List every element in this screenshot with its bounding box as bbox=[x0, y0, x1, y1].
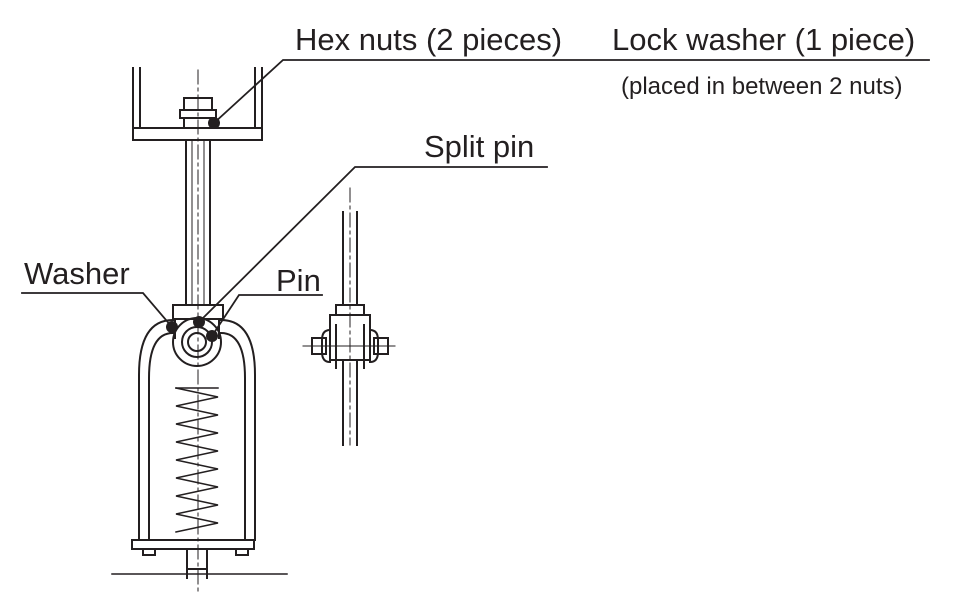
split-pin-label: Split pin bbox=[424, 129, 535, 164]
hex-nuts-dot bbox=[208, 117, 220, 129]
callout-dots bbox=[166, 117, 220, 342]
lock-washer-label: Lock washer (1 piece) bbox=[612, 22, 916, 57]
coil-spring bbox=[175, 387, 219, 533]
pin-dot bbox=[206, 330, 218, 342]
base-plate bbox=[111, 539, 288, 579]
hex-nuts-leader bbox=[212, 59, 930, 125]
washer-dot bbox=[166, 321, 178, 333]
washer-label: Washer bbox=[24, 256, 130, 291]
split-pin-leader bbox=[197, 166, 548, 324]
washer-leader bbox=[21, 292, 174, 329]
split-pin-dot bbox=[193, 316, 205, 328]
pin-label: Pin bbox=[276, 263, 321, 298]
spring-housing bbox=[138, 318, 256, 541]
pin-leader bbox=[210, 294, 323, 338]
leader-lines bbox=[21, 59, 930, 338]
hex-nuts-label: Hex nuts (2 pieces) bbox=[295, 22, 563, 57]
hanger-rod bbox=[185, 139, 211, 306]
side-view bbox=[302, 187, 396, 446]
lock-washer-note: (placed in between 2 nuts) bbox=[621, 73, 903, 100]
